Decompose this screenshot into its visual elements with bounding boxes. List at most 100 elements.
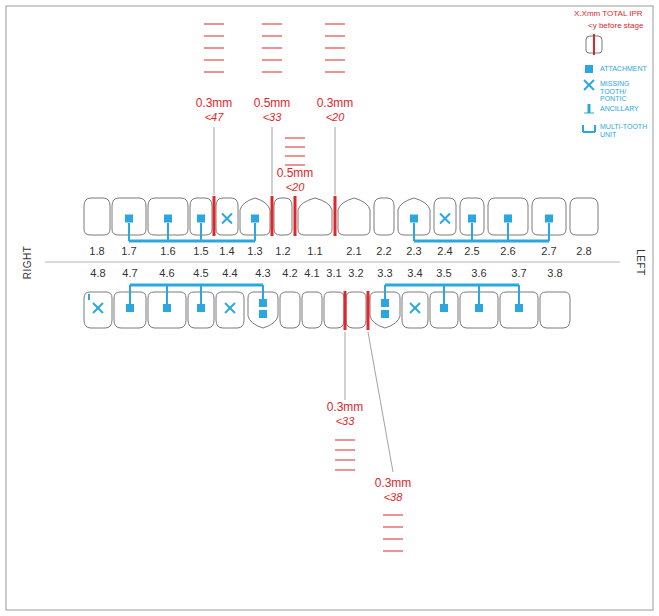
- attachment: [251, 215, 259, 223]
- ipr-mark: [344, 291, 347, 330]
- attachment: [381, 310, 389, 318]
- legend-multi-icon: [594, 125, 596, 132]
- ipr-stage-dash: [383, 539, 403, 540]
- ipr-stage-dash: [335, 450, 355, 451]
- legend-text: MULTI-TOOTH UNIT: [600, 123, 654, 138]
- ipr-stage-dash: [335, 440, 355, 441]
- ipr-amount: 0.3mm: [375, 477, 412, 490]
- attachment: [197, 215, 205, 223]
- multi-tooth-unit: [128, 223, 130, 241]
- ancillary: [88, 294, 90, 300]
- missing-tooth-mark: [584, 80, 594, 90]
- attachment: [381, 299, 389, 307]
- ipr-stage-dash: [325, 36, 345, 37]
- multi-tooth-unit: [200, 285, 202, 304]
- tooth-number: 3.1: [326, 267, 341, 279]
- ipr-stage-dash: [285, 165, 305, 166]
- attachment: [515, 304, 523, 312]
- legend-ancillary-icon: [584, 113, 594, 114]
- tooth-number: 3.4: [407, 267, 422, 279]
- ipr-stage-dash: [204, 60, 224, 61]
- tooth-outline: [338, 198, 370, 235]
- tooth-number: 3.2: [348, 267, 363, 279]
- tooth-outline: [216, 198, 238, 235]
- tooth-number: 2.8: [576, 245, 591, 257]
- attachment: [440, 304, 448, 312]
- ipr-stage: <47: [205, 111, 224, 123]
- ipr-amount: 0.3mm: [196, 97, 233, 110]
- tooth-number: 4.7: [122, 267, 137, 279]
- tooth-outline: [84, 198, 110, 235]
- ipr-mark: [271, 196, 274, 236]
- side-label: RIGHT: [22, 245, 33, 279]
- tooth-number: 3.7: [511, 267, 526, 279]
- tooth-number: 4.1: [304, 267, 319, 279]
- attachment: [475, 304, 483, 312]
- ipr-stage-dash: [383, 551, 403, 552]
- missing-tooth-mark: [584, 80, 594, 90]
- missing-tooth-mark: [440, 214, 450, 224]
- legend-multi-icon: [582, 125, 584, 132]
- ipr-stage-dash: [204, 24, 224, 25]
- tooth-number: 1.1: [307, 245, 322, 257]
- ipr-amount: 0.5mm: [277, 167, 314, 180]
- tooth-number: 1.5: [193, 245, 208, 257]
- multi-tooth-unit: [507, 223, 509, 241]
- ipr-stage-dash: [262, 48, 282, 49]
- ipr-stage-dash: [262, 60, 282, 61]
- ipr-stage: <20: [286, 181, 305, 193]
- legend-text: ATTACHMENT: [600, 65, 654, 73]
- attachment: [259, 299, 267, 307]
- leader-line: [272, 127, 273, 195]
- multi-tooth-unit: [548, 223, 550, 241]
- multi-tooth-unit: [254, 223, 256, 241]
- tooth-outline: [280, 292, 300, 328]
- tooth-outline: [540, 292, 570, 328]
- tooth-number: 1.3: [247, 245, 262, 257]
- tooth-number: 3.3: [377, 267, 392, 279]
- legend-ancillary-icon: [588, 104, 591, 113]
- legend-text: ANCILLARY: [600, 105, 654, 113]
- ipr-stage: <38: [384, 491, 403, 503]
- ipr-amount: 0.3mm: [317, 97, 354, 110]
- tooth-outline: [434, 198, 456, 235]
- ipr-stage: <33: [263, 111, 282, 123]
- tooth-number: 2.6: [500, 245, 515, 257]
- tooth-outline: [274, 198, 292, 235]
- tooth-number: 1.8: [89, 245, 104, 257]
- missing-tooth-mark: [222, 214, 232, 224]
- side-label: LEFT: [634, 249, 645, 275]
- ipr-stage-dash: [335, 470, 355, 471]
- leader-line: [335, 127, 336, 195]
- multi-tooth-unit: [414, 240, 549, 243]
- multi-tooth-unit: [385, 284, 519, 287]
- multi-tooth-unit: [129, 240, 255, 243]
- missing-tooth-mark: [410, 303, 420, 313]
- ipr-stage: <20: [326, 111, 345, 123]
- frame: [6, 6, 653, 610]
- ipr-stage-dash: [335, 460, 355, 461]
- attachment: [126, 304, 134, 312]
- attachment: [163, 304, 171, 312]
- multi-tooth-unit: [167, 223, 169, 241]
- ipr-stage-dash: [262, 36, 282, 37]
- tooth-number: 3.6: [471, 267, 486, 279]
- tooth-number: 2.1: [346, 245, 361, 257]
- attachment: [504, 215, 512, 223]
- tooth-number: 2.3: [406, 245, 421, 257]
- tooth-outline: [216, 292, 244, 328]
- attachment: [545, 215, 553, 223]
- legend-swatch: [585, 65, 593, 73]
- ipr-stage-dash: [383, 527, 403, 528]
- missing-tooth-mark: [222, 214, 232, 224]
- tooth-number: 4.3: [255, 267, 270, 279]
- ipr-stage-dash: [325, 60, 345, 61]
- multi-tooth-unit: [130, 284, 263, 287]
- attachment: [164, 215, 172, 223]
- tooth-number: 3.5: [436, 267, 451, 279]
- legend-ipr-icon: [593, 34, 595, 55]
- missing-tooth-mark: [93, 303, 103, 313]
- ipr-stage-dash: [204, 48, 224, 49]
- legend-text: X.Xmm TOTAL IPR: [574, 10, 643, 19]
- tooth-number: 4.2: [282, 267, 297, 279]
